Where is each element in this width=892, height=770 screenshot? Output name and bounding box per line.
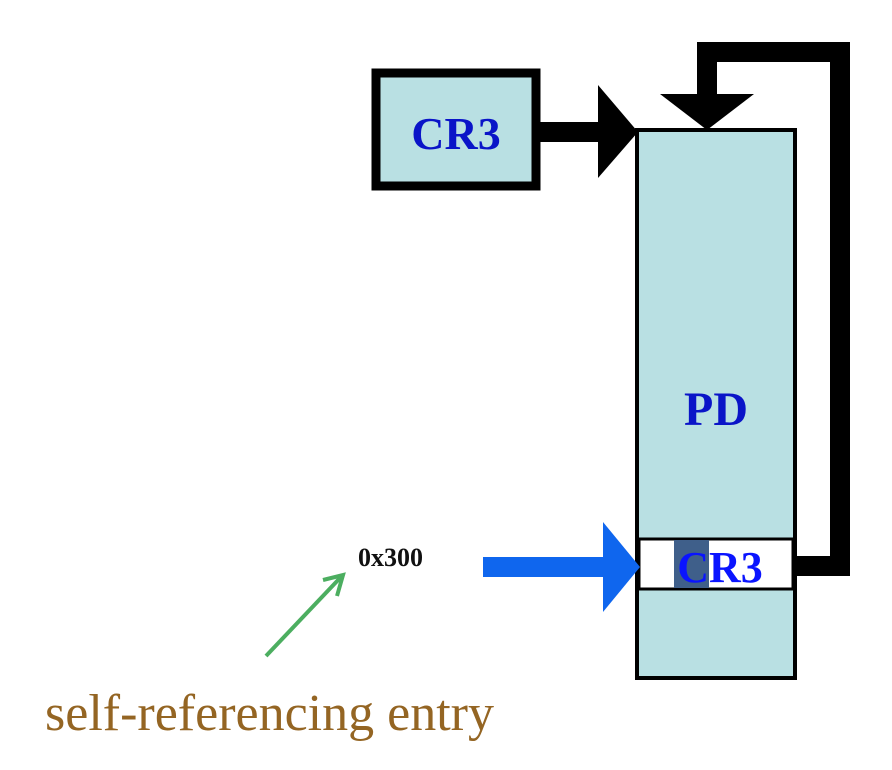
self-reference-loop-arrow (660, 42, 850, 576)
annotation-caption: self-referencing entry (45, 685, 494, 742)
annotation-arrow (264, 572, 346, 658)
entry-highlight (674, 540, 709, 588)
index-arrow (483, 522, 640, 612)
pd-entry-0x300: CR3 (637, 537, 795, 592)
page-directory-label: PD (684, 383, 748, 436)
pd-entry-label: CR3 (677, 543, 763, 592)
cr3-register-label: CR3 (411, 108, 500, 159)
cr3-register-box: CR3 (371, 68, 541, 191)
page-directory: PD (635, 128, 797, 680)
cr3-to-pd-arrow (538, 85, 638, 178)
entry-index-label: 0x300 (358, 543, 423, 572)
